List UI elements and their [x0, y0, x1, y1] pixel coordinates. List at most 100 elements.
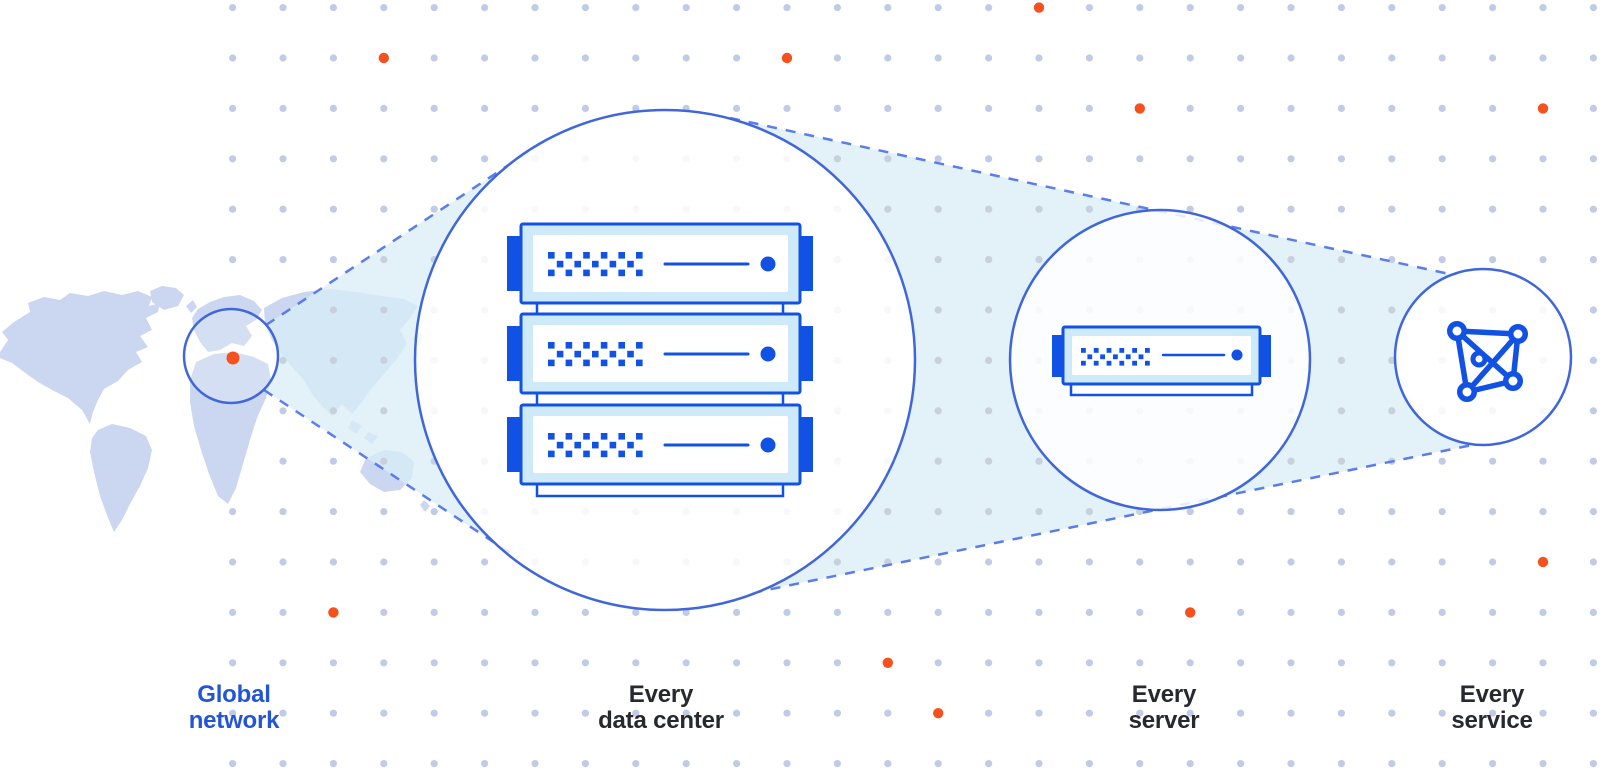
led-square — [556, 350, 564, 358]
grid-dot — [1237, 659, 1245, 667]
grid-dot — [1388, 306, 1396, 314]
zoom-cone-left — [264, 139, 548, 553]
grid-dot — [1388, 760, 1396, 768]
led-square — [1132, 348, 1137, 353]
grid-dot — [985, 4, 993, 12]
grid-dot — [1287, 709, 1295, 717]
led-square — [583, 359, 590, 367]
grid-dot — [1539, 256, 1547, 264]
grid-dot — [1589, 558, 1597, 566]
grid-dot — [1337, 608, 1345, 617]
grid-dot — [430, 155, 438, 163]
led-square — [636, 252, 643, 259]
grid-dot — [934, 558, 942, 566]
grid-dot — [279, 457, 287, 465]
led-square — [565, 342, 573, 349]
led-pattern — [548, 433, 643, 458]
grid-dot — [1237, 155, 1245, 163]
grid-dot — [833, 54, 842, 62]
grid-dot — [1388, 508, 1396, 516]
grid-dot — [1337, 457, 1345, 465]
grid-dot — [1287, 104, 1295, 112]
rack-unit-2 — [507, 312, 813, 395]
grid-dot — [531, 608, 539, 617]
led-square — [609, 350, 617, 358]
grid-dot — [229, 205, 237, 213]
grid-dot — [1489, 508, 1497, 516]
grid-dot — [329, 155, 337, 163]
grid-dot — [985, 457, 993, 465]
led-square — [1145, 360, 1150, 366]
grid-dot — [1035, 457, 1043, 465]
grid-dot — [380, 760, 388, 768]
grid-dot — [279, 104, 287, 112]
led-square — [565, 252, 573, 259]
grid-dot — [632, 760, 640, 768]
grid-dot — [783, 659, 791, 667]
grid-dot — [682, 659, 690, 667]
grid-dot — [1085, 760, 1093, 768]
grid-dot — [1035, 508, 1043, 516]
continent-africa — [190, 352, 271, 504]
grid-dot — [1085, 54, 1093, 62]
grid-dot — [1589, 306, 1597, 314]
map-marker-dot — [226, 351, 240, 365]
grid-dot — [934, 608, 942, 617]
grid-dot — [481, 709, 489, 717]
grid-dot — [279, 256, 287, 264]
grid-dot — [430, 104, 438, 112]
grid-dot — [481, 104, 489, 112]
grid-dot — [581, 709, 590, 717]
server-indicator-dot — [1231, 349, 1243, 361]
led-square — [618, 433, 625, 440]
label-line: Every — [628, 681, 694, 708]
dash-guide-top-right — [729, 116, 1455, 277]
led-square — [548, 342, 555, 349]
grid-dot — [1136, 659, 1144, 667]
led-square — [565, 269, 573, 277]
grid-dot — [581, 104, 590, 112]
grid-dot — [1388, 659, 1396, 667]
led-square — [618, 342, 625, 349]
grid-dot — [380, 709, 388, 717]
grid-dot — [1438, 608, 1446, 617]
grid-dot — [1035, 54, 1043, 62]
grid-dot — [1388, 356, 1396, 364]
grid-dot — [229, 659, 237, 667]
grid-dot — [1589, 407, 1597, 415]
grid-dot — [783, 709, 791, 717]
grid-dot — [1388, 54, 1396, 62]
grid-dot — [1136, 709, 1144, 717]
grid-dot — [1035, 558, 1043, 566]
led-square — [548, 252, 555, 259]
led-square — [618, 450, 625, 458]
dashed-zoom-guides — [263, 116, 1478, 595]
network-mesh-icon — [1447, 321, 1528, 402]
grid-dot — [1337, 407, 1345, 415]
grid-dot — [279, 508, 287, 516]
grid-dot — [229, 4, 237, 12]
grid-dot — [430, 558, 438, 566]
grid-dot — [229, 104, 237, 112]
led-square — [1145, 348, 1150, 353]
led-square — [609, 260, 617, 268]
led-square — [592, 350, 599, 358]
orange-dot — [933, 708, 944, 719]
grid-dot — [884, 709, 892, 717]
grid-dot — [1539, 608, 1547, 617]
grid-dot — [1186, 54, 1194, 62]
grid-dot — [884, 104, 892, 112]
led-square — [600, 450, 608, 458]
grid-dot — [1337, 54, 1345, 62]
label-line: Every — [1459, 681, 1525, 708]
led-square — [565, 450, 573, 458]
led-square — [565, 359, 573, 367]
grid-dot — [481, 760, 489, 768]
orange-dot — [1033, 2, 1045, 13]
led-square — [565, 433, 573, 440]
grid-dot — [733, 104, 741, 112]
led-square — [1138, 354, 1144, 360]
orange-dot — [378, 52, 389, 64]
server-indicator-dot — [760, 256, 776, 272]
grid-dot — [279, 205, 287, 213]
